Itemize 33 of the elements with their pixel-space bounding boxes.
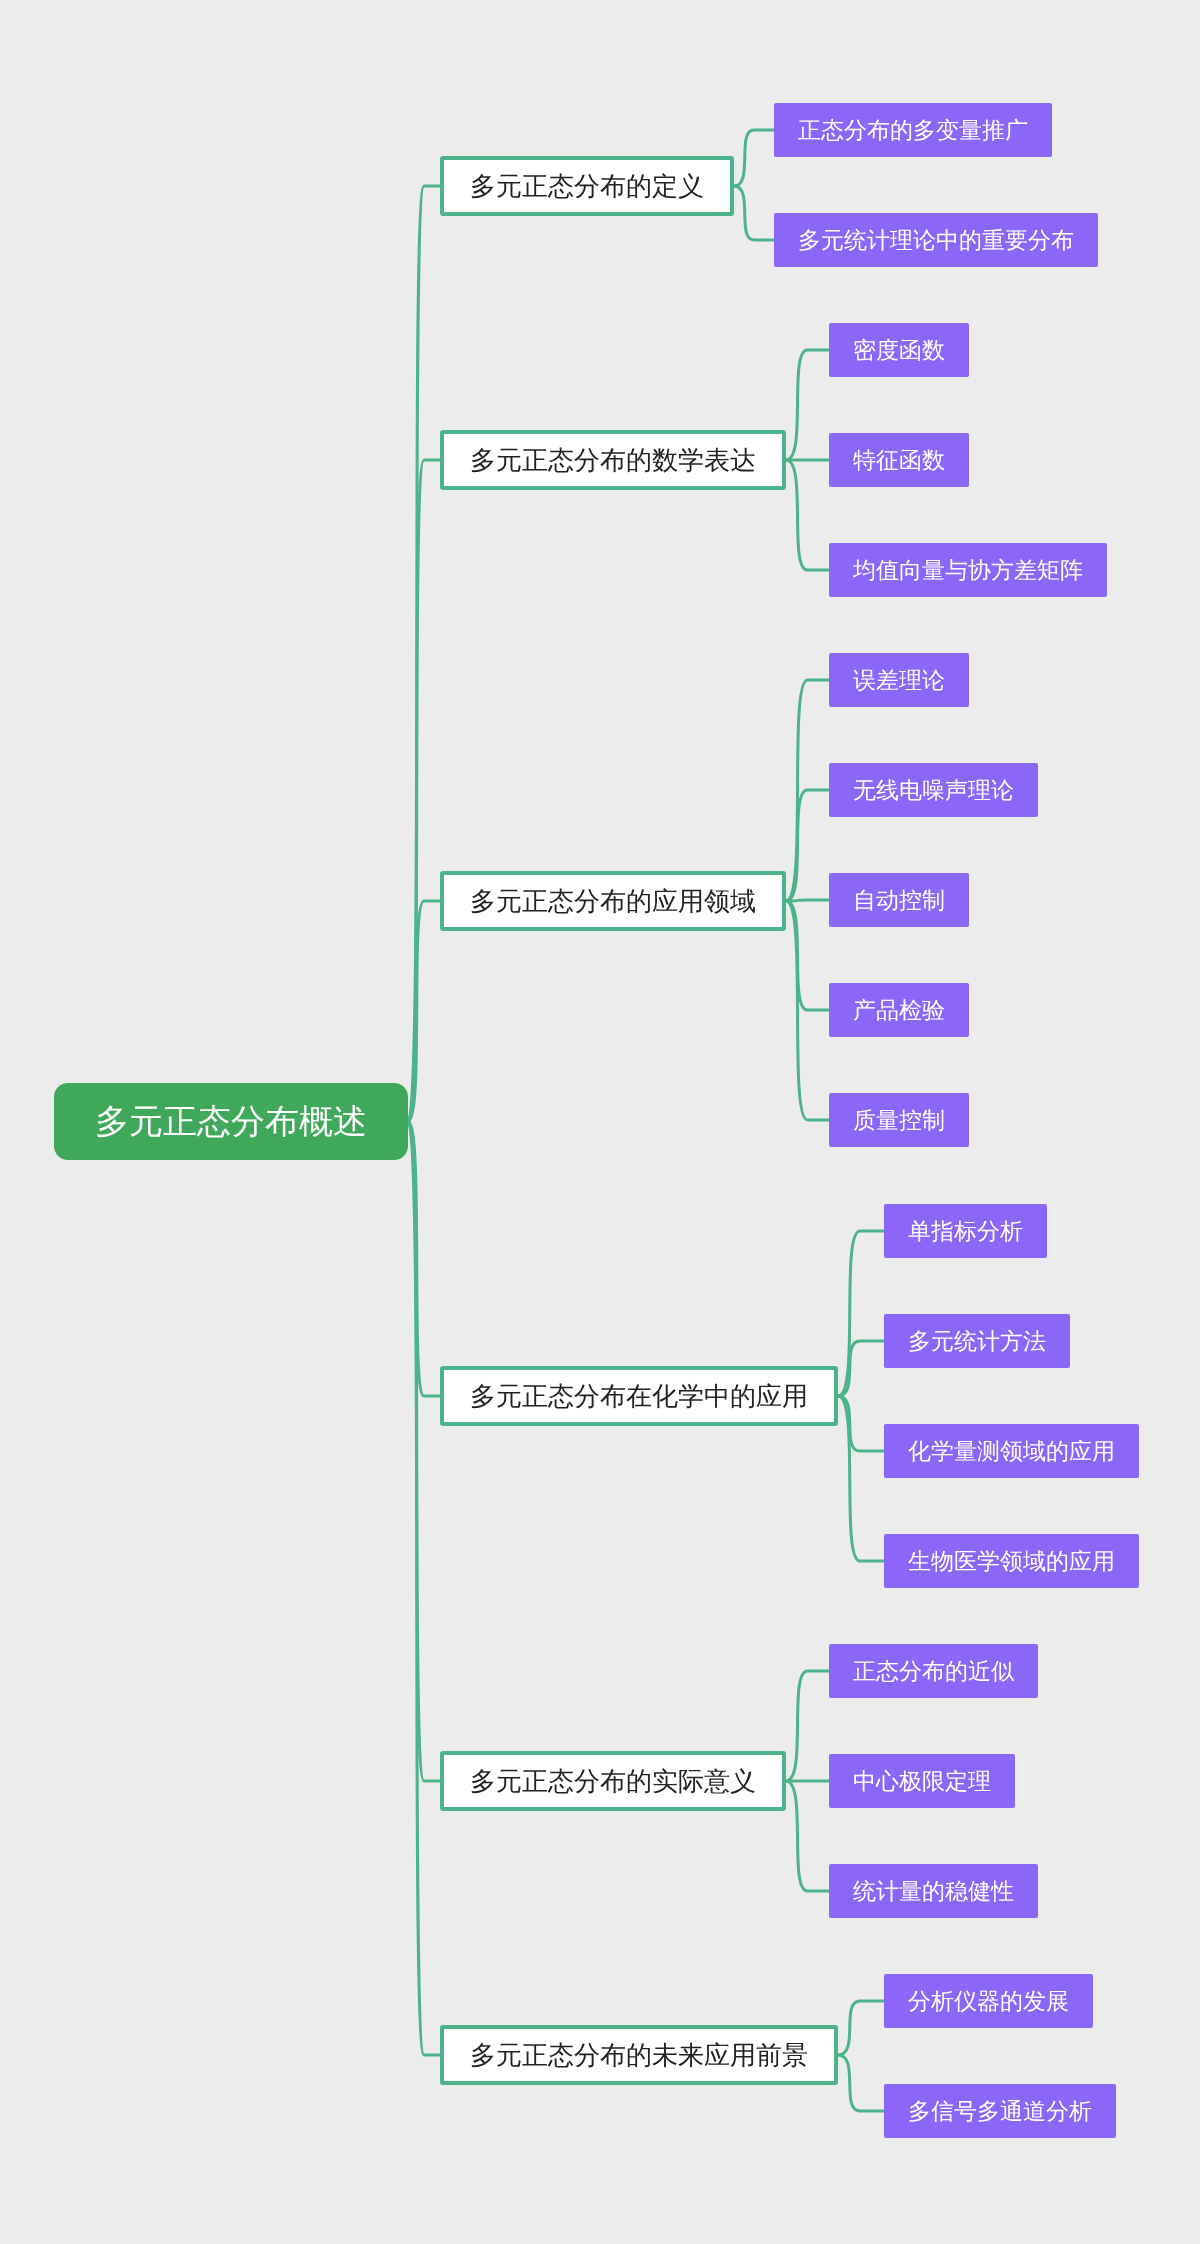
topic-box: 多元正态分布的实际意义 [440,1751,786,1811]
subtopic-box: 质量控制 [829,1093,969,1147]
subtopic-box: 单指标分析 [884,1204,1047,1258]
central-topic: 多元正态分布概述 [54,1083,408,1160]
connector-line [837,1339,884,1398]
subtopic-box: 特征函数 [829,433,969,487]
connector-line [785,348,829,462]
topic-box: 多元正态分布的应用领域 [440,871,786,931]
topic-box: 多元正态分布的数学表达 [440,430,786,490]
subtopic-box: 正态分布的多变量推广 [774,103,1052,157]
connector-line [785,458,829,572]
subtopic-box: 多元统计方法 [884,1314,1070,1368]
connector-line [785,1669,829,1783]
subtopic-box: 中心极限定理 [829,1754,1015,1808]
connector-line [837,1999,884,2057]
subtopic-box: 分析仪器的发展 [884,1974,1093,2028]
subtopic-box: 正态分布的近似 [829,1644,1038,1698]
subtopic-box: 化学量测领域的应用 [884,1424,1139,1478]
connector-line [784,899,829,1122]
subtopic-box: 生物医学领域的应用 [884,1534,1139,1588]
subtopic-box: 密度函数 [829,323,969,377]
subtopic-box: 自动控制 [829,873,969,927]
topic-box: 多元正态分布在化学中的应用 [440,1366,838,1426]
connector-line [837,1394,884,1563]
subtopic-box: 无线电噪声理论 [829,763,1038,817]
topic-box: 多元正态分布的定义 [440,156,734,216]
subtopic-box: 多元统计理论中的重要分布 [774,213,1098,267]
topic-box: 多元正态分布的未来应用前景 [440,2025,838,2085]
subtopic-box: 误差理论 [829,653,969,707]
subtopic-box: 多信号多通道分析 [884,2084,1116,2138]
subtopic-box: 统计量的稳健性 [829,1864,1038,1918]
subtopic-box: 均值向量与协方差矩阵 [829,543,1107,597]
subtopic-box: 产品检验 [829,983,969,1037]
